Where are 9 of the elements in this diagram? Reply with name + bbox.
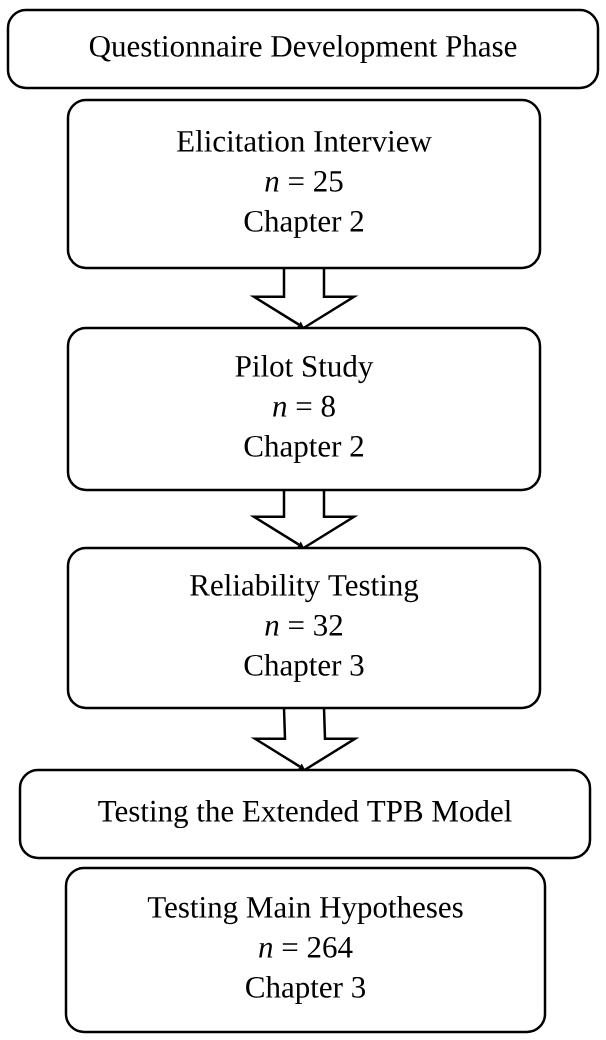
process-box: Testing the Extended TPB Model bbox=[18, 768, 592, 860]
process-box: Questionnaire Development Phase bbox=[6, 8, 600, 90]
process-box: Pilot Study n = 8 Chapter 2 bbox=[66, 326, 542, 492]
block-arrow bbox=[249, 267, 359, 329]
block-arrow bbox=[250, 707, 360, 771]
process-box: Reliability Testing n = 32 Chapter 3 bbox=[66, 546, 542, 710]
process-box: Testing Main Hypotheses n = 264 Chapter 3 bbox=[64, 866, 547, 1034]
process-box: Elicitation Interview n = 25 Chapter 2 bbox=[66, 98, 542, 270]
block-arrow bbox=[249, 489, 359, 549]
